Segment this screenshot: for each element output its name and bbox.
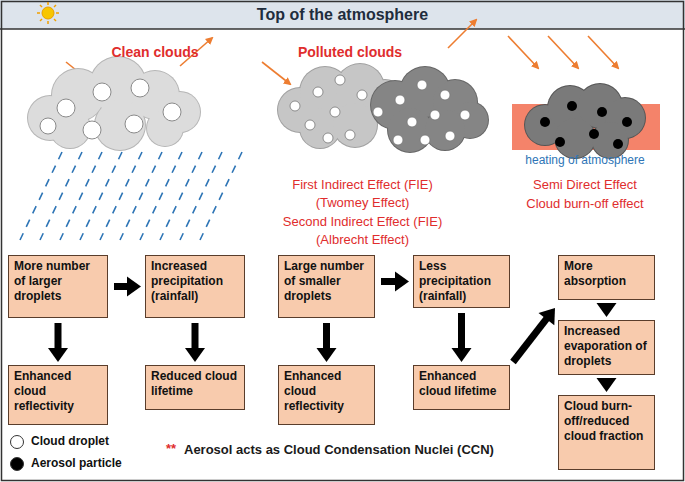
flow-arrow [185, 323, 205, 362]
box-text: Enhanced cloud lifetime [419, 369, 504, 399]
arrow-head [317, 348, 337, 362]
arrow-head [48, 348, 68, 362]
flow-arrow [597, 378, 617, 392]
effect-name: Second Indirect Effect (FIE) [250, 214, 475, 230]
arrow-shaft [458, 313, 465, 350]
flow-arrow [48, 323, 68, 362]
effect-name: Semi Direct Effect [500, 177, 670, 193]
absorbing-cloud [524, 83, 646, 159]
process-box: Large number of smaller droplets [278, 255, 375, 318]
box-text: Enhanced cloud reflectivity [284, 369, 369, 414]
legend-symbol [9, 456, 25, 472]
box-text: Increased evaporation of droplets [564, 324, 649, 369]
flow-arrow [452, 313, 472, 362]
flow-arrow [114, 277, 141, 297]
arrow-shaft [55, 323, 62, 350]
box-text: More number of larger droplets [14, 259, 102, 304]
effect-name: Cloud burn-off effect [500, 196, 670, 212]
clean-cloud [27, 56, 201, 151]
footnote-text: Aerosol acts as Cloud Condensation Nucle… [184, 442, 574, 458]
arrow-shaft [513, 317, 548, 362]
arrow-shaft [323, 323, 330, 350]
arrow-head [452, 348, 472, 362]
box-text: Cloud burn-off/reduced cloud fraction [564, 399, 649, 444]
arrow-head [185, 348, 205, 362]
title-band [0, 0, 685, 29]
legend-text: Aerosol particle [31, 456, 171, 470]
box-text: Reduced cloud lifetime [151, 369, 239, 399]
box-text: Enhanced cloud reflectivity [14, 369, 102, 414]
arrow-head [395, 272, 409, 292]
arrow-head [597, 378, 617, 392]
box-text: More absorption [564, 259, 649, 289]
arrow-shaft [192, 323, 199, 350]
flow-arrow [513, 308, 555, 362]
effect-name: First Indirect Effect (FIE) [250, 177, 475, 193]
process-box: Enhanced cloud reflectivity [8, 365, 108, 425]
arrow-shaft [381, 278, 397, 285]
cloud-heading: Polluted clouds [285, 44, 415, 61]
arrow-head [539, 308, 555, 325]
footnote-mark: ** [166, 441, 186, 457]
box-text: Increased precipitation (rainfall) [151, 259, 239, 304]
effect-name: (Albrecht Effect) [250, 232, 475, 248]
process-box: Reduced cloud lifetime [145, 365, 245, 410]
process-box: Cloud burn-off/reduced cloud fraction [558, 395, 655, 470]
legend-circle [11, 458, 24, 471]
band-line [0, 28, 685, 30]
polluted-cloud [277, 63, 489, 153]
flow-arrow [597, 303, 617, 317]
cloud-heading: Clean clouds [95, 44, 215, 61]
effect-name: (Twomey Effect) [250, 195, 475, 211]
flow-arrow [317, 323, 337, 362]
arrow-shaft [114, 283, 129, 290]
arrow-head [597, 303, 617, 317]
process-box: More number of larger droplets [8, 255, 108, 318]
process-note: heating of atmosphere [505, 153, 665, 167]
process-box: Increased precipitation (rainfall) [145, 255, 245, 318]
flow-arrow [381, 272, 409, 292]
diagram-title: Top of the atmosphere [0, 5, 685, 24]
legend-symbol [9, 434, 25, 450]
process-box: Enhanced cloud lifetime [413, 365, 510, 410]
process-box: More absorption [558, 255, 655, 300]
process-box: Enhanced cloud reflectivity [278, 365, 375, 425]
rain-streaks [20, 152, 242, 240]
arrow-head [127, 277, 141, 297]
process-box: Less precipitation (rainfall) [413, 255, 510, 308]
legend-text: Cloud droplet [31, 434, 171, 448]
sun-icon [37, 2, 59, 24]
box-text: Large number of smaller droplets [284, 259, 369, 304]
process-box: Increased evaporation of droplets [558, 320, 655, 375]
legend-circle [11, 436, 24, 449]
box-text: Less precipitation (rainfall) [419, 259, 504, 304]
